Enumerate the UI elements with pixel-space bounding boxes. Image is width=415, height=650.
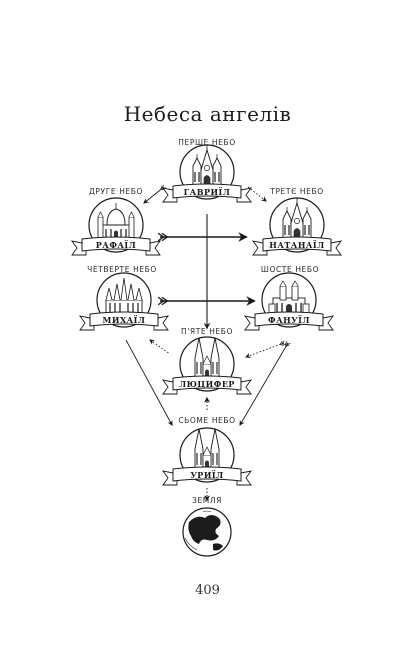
arrow-sixth-to-seventh	[240, 343, 288, 425]
arrow-first-to-third	[247, 186, 267, 202]
heaven-node-second: РАФАЇЛ	[71, 197, 161, 256]
arrow-sixth-to-fifth	[246, 343, 284, 357]
page-title: Небеса ангелів	[123, 102, 292, 126]
heaven-node-first: ГАВРИЇЛ	[162, 144, 252, 203]
angel-name-sixth: ФАНУЇЛ	[268, 315, 310, 325]
heaven-label-second: ДРУГЕ НЕБО	[88, 187, 144, 196]
heaven-label-fifth: П'ЯТЕ НЕБО	[180, 327, 234, 336]
arrow-first-to-second	[144, 187, 164, 203]
angel-name-third: НАТАНАЇЛ	[269, 240, 324, 250]
heaven-label-fourth: ЧЕТВЕРТЕ НЕБО	[87, 265, 157, 274]
heaven-label-third: ТРЕТЄ НЕБО	[270, 187, 324, 196]
angel-name-fifth: ЛЮЦИФЕР	[179, 379, 235, 389]
page-number: 409	[195, 583, 220, 598]
arrow-fourth-to-seventh	[125, 339, 173, 426]
heaven-node-sixth: ФАНУЇЛ	[244, 272, 334, 331]
heaven-node-third: НАТАНАЇЛ	[252, 197, 342, 256]
angel-name-first: ГАВРИЇЛ	[184, 187, 231, 197]
angel-name-seventh: УРИЇЛ	[190, 470, 223, 480]
arrow-fifth-to-fourth	[149, 339, 171, 355]
heaven-label-sixth: ШОСТЕ НЕБО	[260, 265, 320, 274]
earth-globe-icon	[182, 507, 232, 557]
heaven-label-first: ПЕРШЕ НЕБО	[178, 138, 236, 147]
heaven-label-seventh: СЬОМЕ НЕБО	[178, 416, 236, 425]
heaven-node-seventh: УРИЇЛ	[162, 427, 252, 486]
angel-name-second: РАФАЇЛ	[96, 240, 136, 250]
connectors	[125, 186, 288, 502]
heaven-node-fifth: ЛЮЦИФЕР	[162, 336, 252, 395]
heaven-node-fourth: МИХАЇЛ	[79, 272, 169, 331]
angel-name-fourth: МИХАЇЛ	[103, 315, 146, 325]
